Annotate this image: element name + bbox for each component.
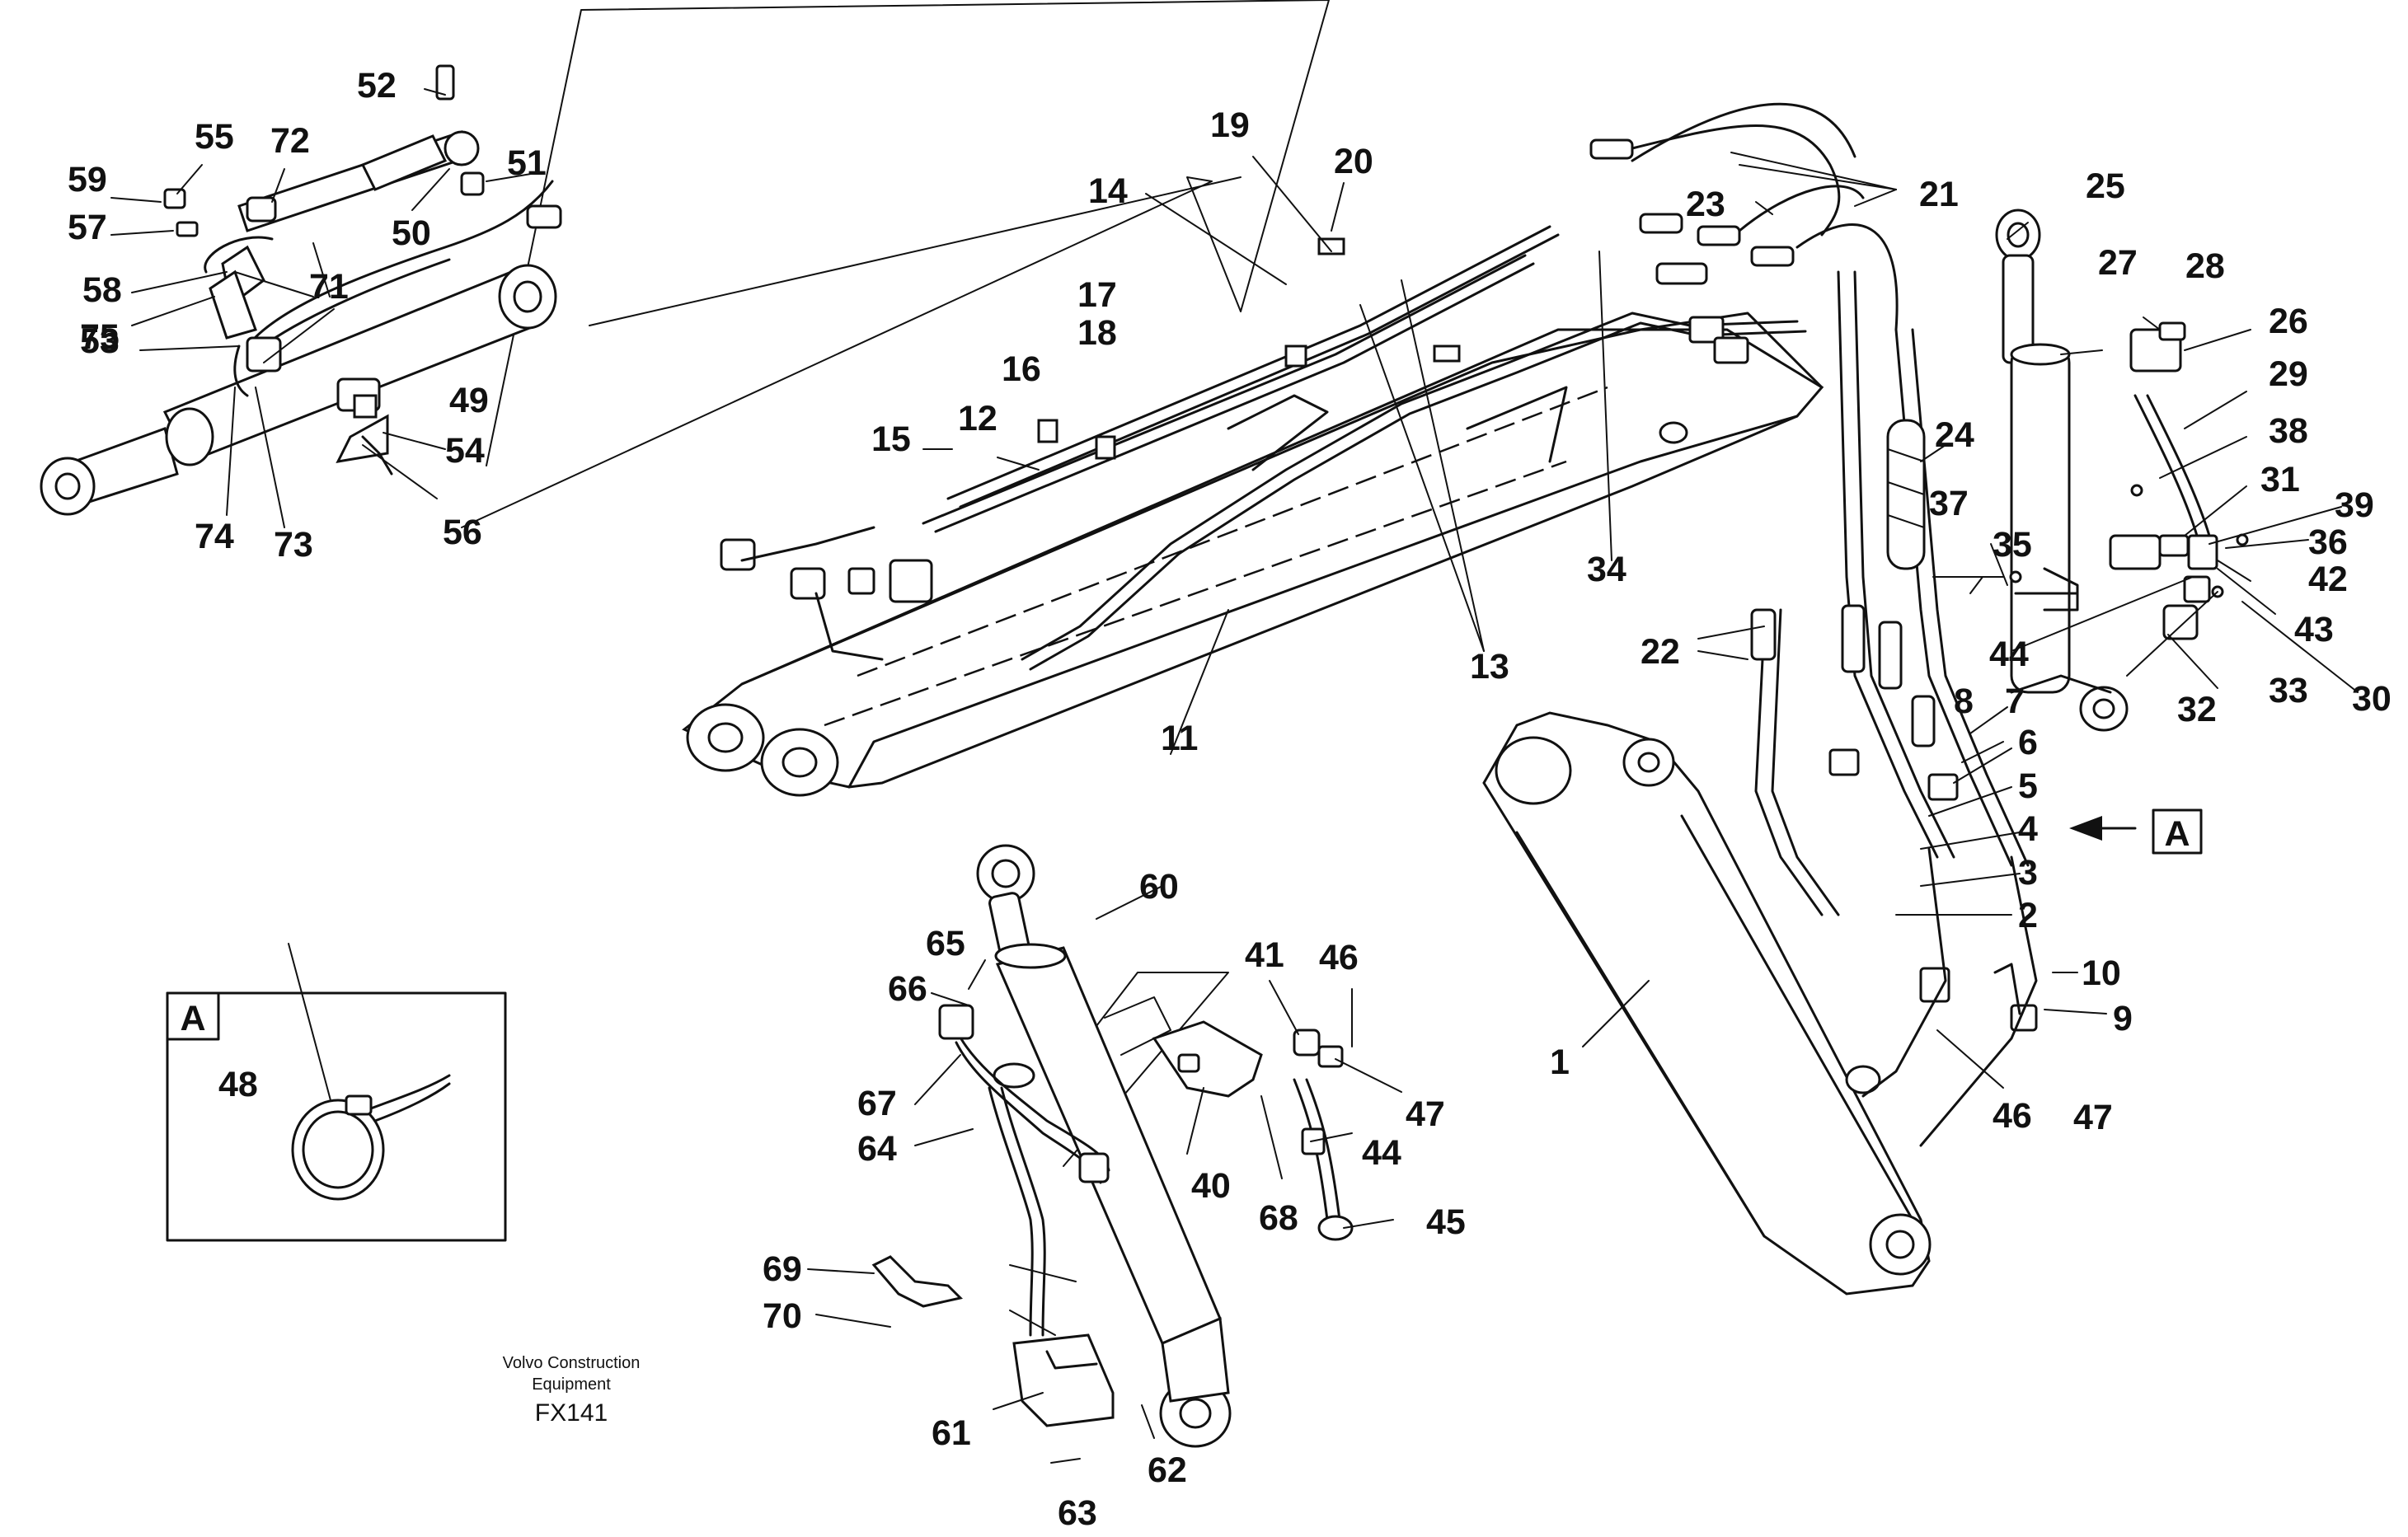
- callout-label: 21: [1919, 175, 1959, 214]
- callout-label: 74: [195, 517, 234, 556]
- callout-label: 33: [2269, 671, 2308, 710]
- arm-assembly: [1482, 270, 2038, 1296]
- callout-label: 73: [274, 525, 313, 565]
- callout-label: 38: [2269, 411, 2308, 451]
- callout-label: 51: [507, 143, 547, 183]
- callout-label: 20: [1334, 142, 1373, 181]
- arm-cylinder-assembly: [1995, 209, 2249, 732]
- callout-label: 50: [392, 213, 431, 253]
- callout-label: 63: [1058, 1493, 1097, 1533]
- callout-label: 46: [1319, 938, 1359, 977]
- callout-label: 31: [2260, 460, 2300, 499]
- callout-label: 27: [2098, 243, 2138, 283]
- view-arrow-box: [2152, 808, 2203, 855]
- credit-line-2: Equipment: [532, 1375, 611, 1394]
- callout-label: 19: [1210, 105, 1250, 145]
- callout-label: 7: [2005, 682, 2025, 721]
- detail-a-letter: A: [180, 999, 205, 1038]
- callout-label: 59: [68, 160, 107, 199]
- credit-line-1: Volvo Construction: [503, 1354, 641, 1372]
- callout-label: 58: [82, 270, 122, 310]
- callout-label: 23: [1686, 185, 1725, 224]
- callout-label: 70: [763, 1296, 802, 1336]
- callout-label: 29: [2269, 354, 2308, 394]
- callout-label: 47: [1406, 1094, 1445, 1134]
- callout-label: 17: [1077, 275, 1117, 315]
- credit-code: FX141: [535, 1399, 608, 1427]
- callout-label: 48: [218, 1065, 258, 1104]
- callout-label: 6: [2018, 723, 2038, 762]
- callout-labels: 1 2 3 4 5 6 7 8 9 10 11 12 13 14 15 16 1…: [68, 66, 2392, 1533]
- callout-label: 44: [1989, 635, 2029, 674]
- callout-label: 37: [1929, 484, 1969, 523]
- callout-label: 13: [1470, 647, 1509, 686]
- callout-label: 42: [2308, 560, 2348, 599]
- callout-label: 46: [1993, 1096, 2032, 1136]
- callout-label: 71: [309, 267, 349, 307]
- callout-label: 60: [1139, 867, 1179, 907]
- callout-label: 72: [270, 121, 310, 161]
- detail-a-box: [166, 991, 507, 1242]
- callout-label: 57: [68, 208, 107, 247]
- callout-label: 49: [449, 381, 489, 420]
- callout-label: 55: [195, 117, 234, 157]
- callout-label: 30: [2352, 679, 2392, 719]
- callout-label: 61: [932, 1413, 971, 1453]
- callout-label: 4: [2018, 809, 2038, 849]
- callout-label: 24: [1935, 415, 1974, 455]
- callout-label: 69: [763, 1249, 802, 1289]
- callout-label: 8: [1954, 682, 1974, 721]
- callout-label: 41: [1245, 935, 1284, 975]
- callout-label: 32: [2177, 690, 2217, 729]
- callout-label: 67: [857, 1084, 897, 1123]
- callout-label: 22: [1641, 632, 1680, 672]
- callout-label: 35: [1993, 525, 2032, 565]
- callout-label: 1: [1550, 1043, 1570, 1082]
- callout-label: 15: [871, 419, 911, 459]
- section-outline: [461, 0, 1330, 1167]
- callout-label: 11: [1161, 719, 1198, 758]
- callout-label: 75: [80, 317, 120, 357]
- callout-label: 3: [2018, 853, 2038, 893]
- callout-label: 14: [1088, 171, 1128, 211]
- callout-label: 40: [1191, 1166, 1231, 1206]
- boom-cylinder-assembly: [40, 64, 562, 516]
- callout-label: 64: [857, 1129, 897, 1169]
- callout-label: 16: [1002, 349, 1041, 389]
- callout-label: 43: [2294, 610, 2334, 649]
- callout-label: 47: [2073, 1098, 2113, 1137]
- callout-label: 36: [2308, 522, 2348, 562]
- bucket-cylinder-assembly: [871, 844, 1354, 1448]
- callout-label: 53: [80, 321, 120, 361]
- callout-label: 44: [1362, 1133, 1401, 1173]
- callout-label: 9: [2113, 999, 2133, 1038]
- callout-label: 25: [2086, 166, 2125, 206]
- callout-label: 12: [958, 399, 997, 438]
- callout-label: 45: [1426, 1202, 1466, 1242]
- callout-label: 5: [2018, 766, 2038, 806]
- callout-label: 2: [2018, 896, 2038, 935]
- callout-label: 52: [357, 66, 397, 105]
- callout-label: 54: [445, 431, 485, 471]
- callout-label: 26: [2269, 302, 2308, 341]
- leader-lines: [110, 88, 2359, 1464]
- callout-label: 39: [2335, 485, 2374, 525]
- callout-label: 18: [1077, 313, 1117, 353]
- callout-label: 34: [1587, 550, 1626, 589]
- callout-label: 10: [2082, 954, 2121, 993]
- view-arrow-letter: A: [2164, 814, 2190, 854]
- callout-label: 56: [443, 513, 482, 552]
- boom-assembly: [682, 102, 1899, 797]
- callout-label: 68: [1259, 1198, 1298, 1238]
- callout-label: 28: [2185, 246, 2225, 286]
- callout-label: 62: [1148, 1450, 1187, 1490]
- callout-label: 66: [888, 969, 927, 1009]
- callout-label: 65: [926, 924, 965, 963]
